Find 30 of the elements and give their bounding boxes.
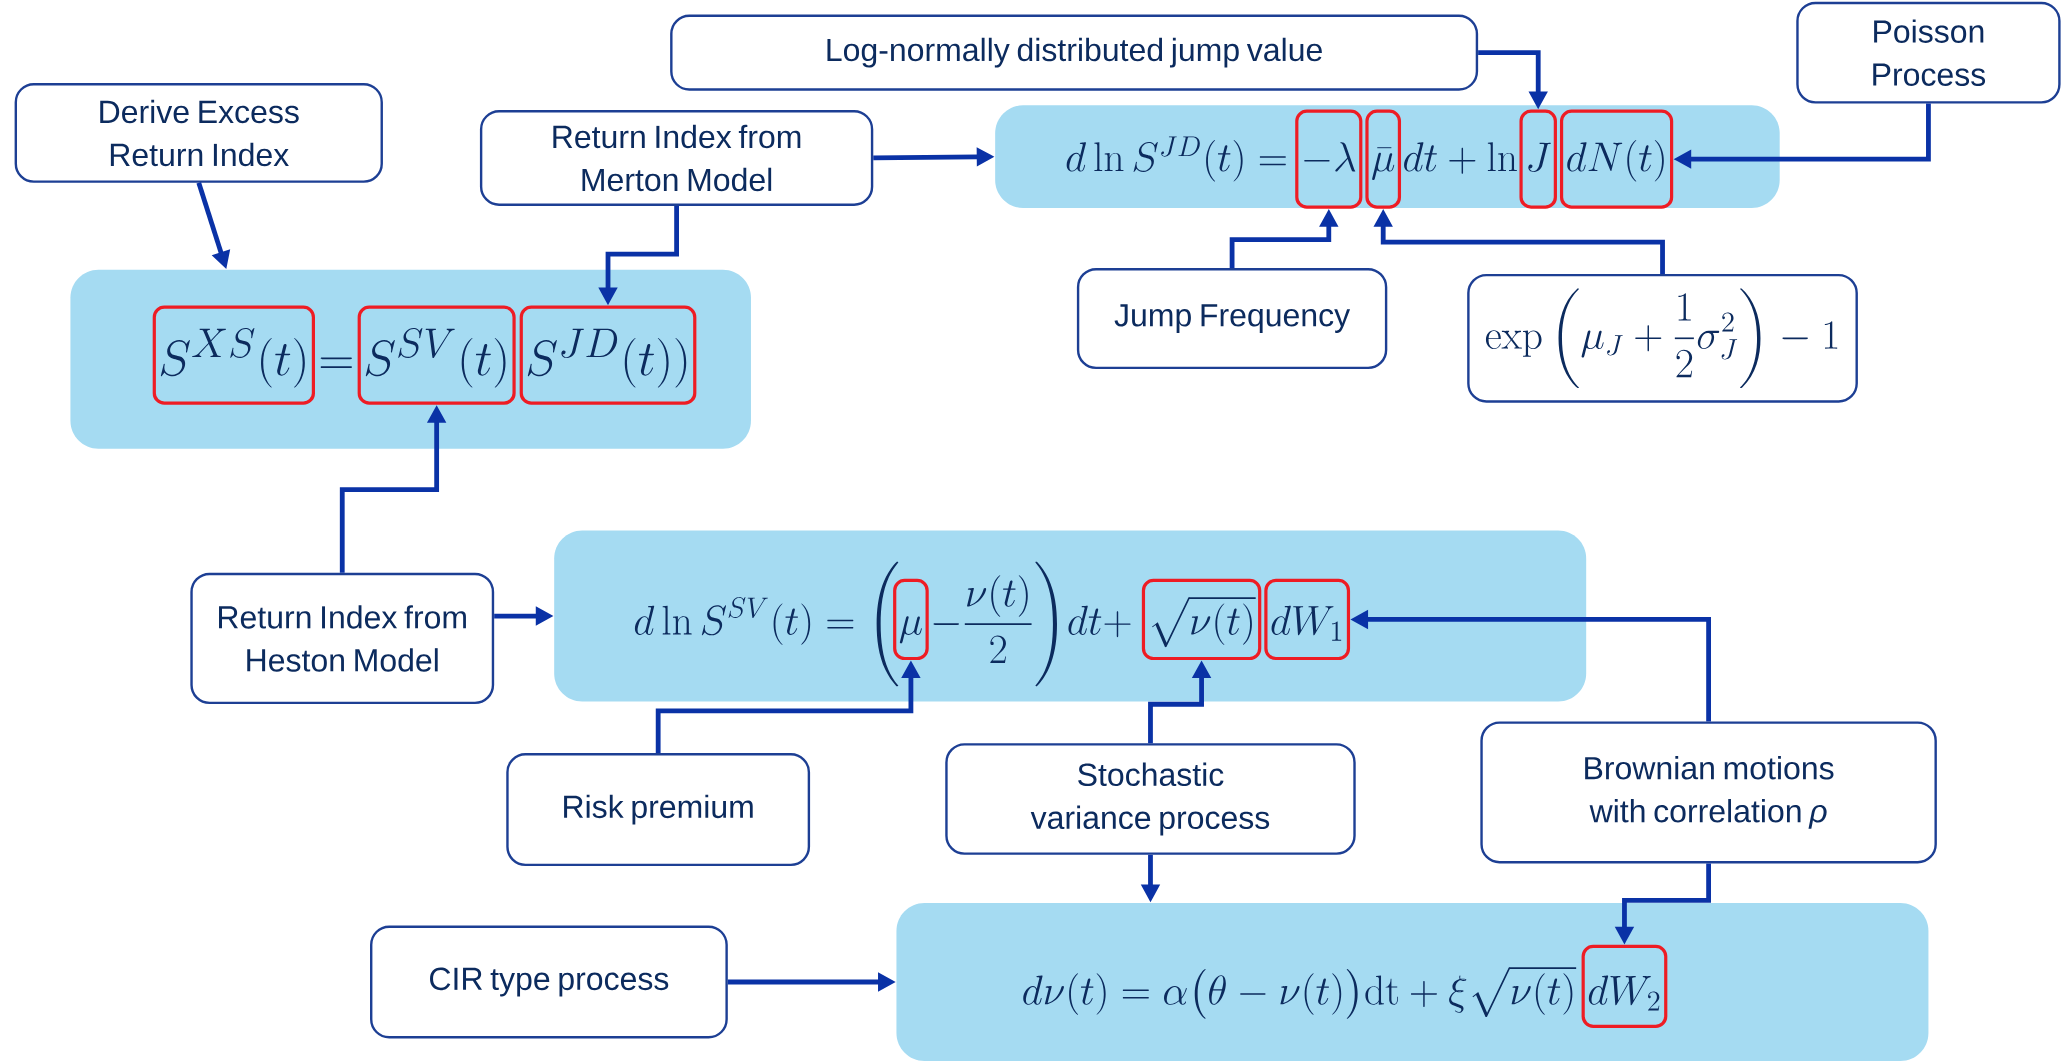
text-box: Poisson Process xyxy=(1796,1,2061,104)
text-box: Risk premium xyxy=(506,753,811,867)
highlight-box: $dW_1$ xyxy=(1264,578,1351,661)
text-box: Jump Frequency xyxy=(1076,268,1388,370)
highlight-box: $J$ xyxy=(1519,109,1557,209)
highlight-box: $-\lambda$ xyxy=(1295,109,1363,209)
highlight-box: $dW_2$ xyxy=(1581,944,1668,1028)
formula: $=$ xyxy=(320,357,352,369)
text-box: CIR type process xyxy=(370,925,728,1039)
formula: $- \frac{\nu(t)}{2}\Bigg) dt +$ xyxy=(933,561,1131,687)
highlight-box: $\mu$ xyxy=(893,578,929,661)
formula: $d\ln S^{JD}(t) =$ xyxy=(1066,136,1286,182)
highlight-box: $S^{SV}(t)$ xyxy=(357,305,516,405)
formula-band xyxy=(995,105,1780,208)
highlight-box: $\sqrt{\nu(t)}$ xyxy=(1141,578,1262,661)
text-box: Return Index from Heston Model xyxy=(190,572,495,705)
formula-band xyxy=(896,903,1929,1061)
highlight-box: $dN(t)$ xyxy=(1559,109,1674,209)
highlight-box: $\bar{\mu}$ xyxy=(1365,109,1402,209)
text-box: Return Index from Merton Model xyxy=(479,110,874,206)
formula: $dt + \ln$ xyxy=(1404,142,1517,174)
text-box: Stochastic variance process xyxy=(945,743,1356,855)
highlight-box: $S^{JD}(t))$ xyxy=(519,305,697,405)
formula-box: $\exp\left(\mu_J + \frac{1}{2}\sigma_J^2\right) - 1$ xyxy=(1467,273,1858,403)
formula: $d\nu(t) = \alpha\big(\theta - \nu(t)\big)\mathrm{dt} + \xi\sqrt{\nu(t)}$ xyxy=(1023,967,1577,1019)
highlight-box: $S^{XS}(t)$ xyxy=(152,305,315,405)
text-box: Log-normally distributed jump value xyxy=(670,14,1479,91)
formula-band xyxy=(70,269,751,449)
text-box: Brownian motions with correlation ρ xyxy=(1480,721,1937,864)
text-box: Derive Excess Return Index xyxy=(14,83,383,183)
